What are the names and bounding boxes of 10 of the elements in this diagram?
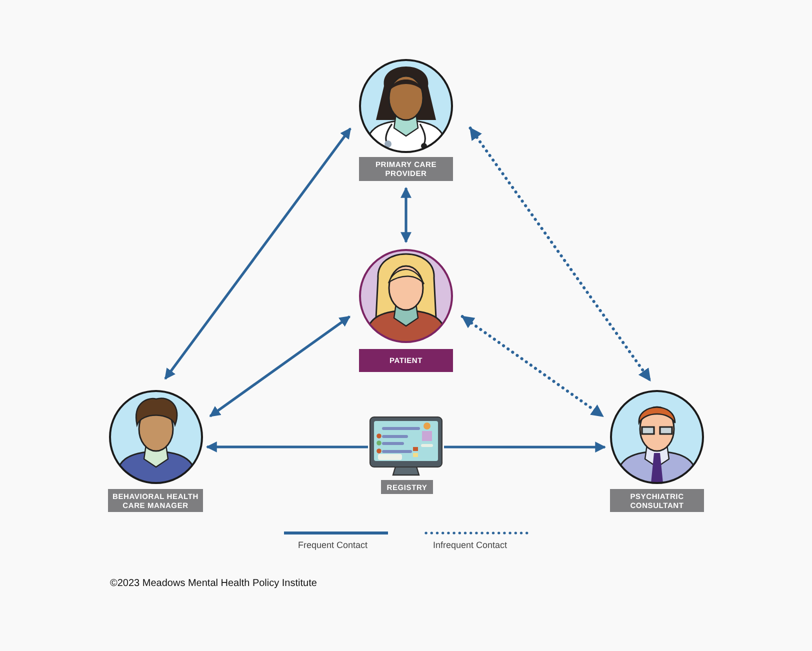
arrow bbox=[164, 128, 352, 380]
arrow bbox=[444, 442, 606, 453]
dotted-arrow bbox=[460, 315, 604, 418]
arrow bbox=[400, 186, 412, 244]
arrow bbox=[209, 315, 350, 418]
dotted-arrow bbox=[468, 126, 652, 382]
arrow bbox=[206, 441, 368, 452]
copyright-note: ©2023 Meadows Mental Health Policy Institute bbox=[110, 578, 317, 589]
legend-label: Frequent Contact bbox=[298, 540, 368, 550]
legend-label: Infrequent Contact bbox=[433, 540, 508, 550]
